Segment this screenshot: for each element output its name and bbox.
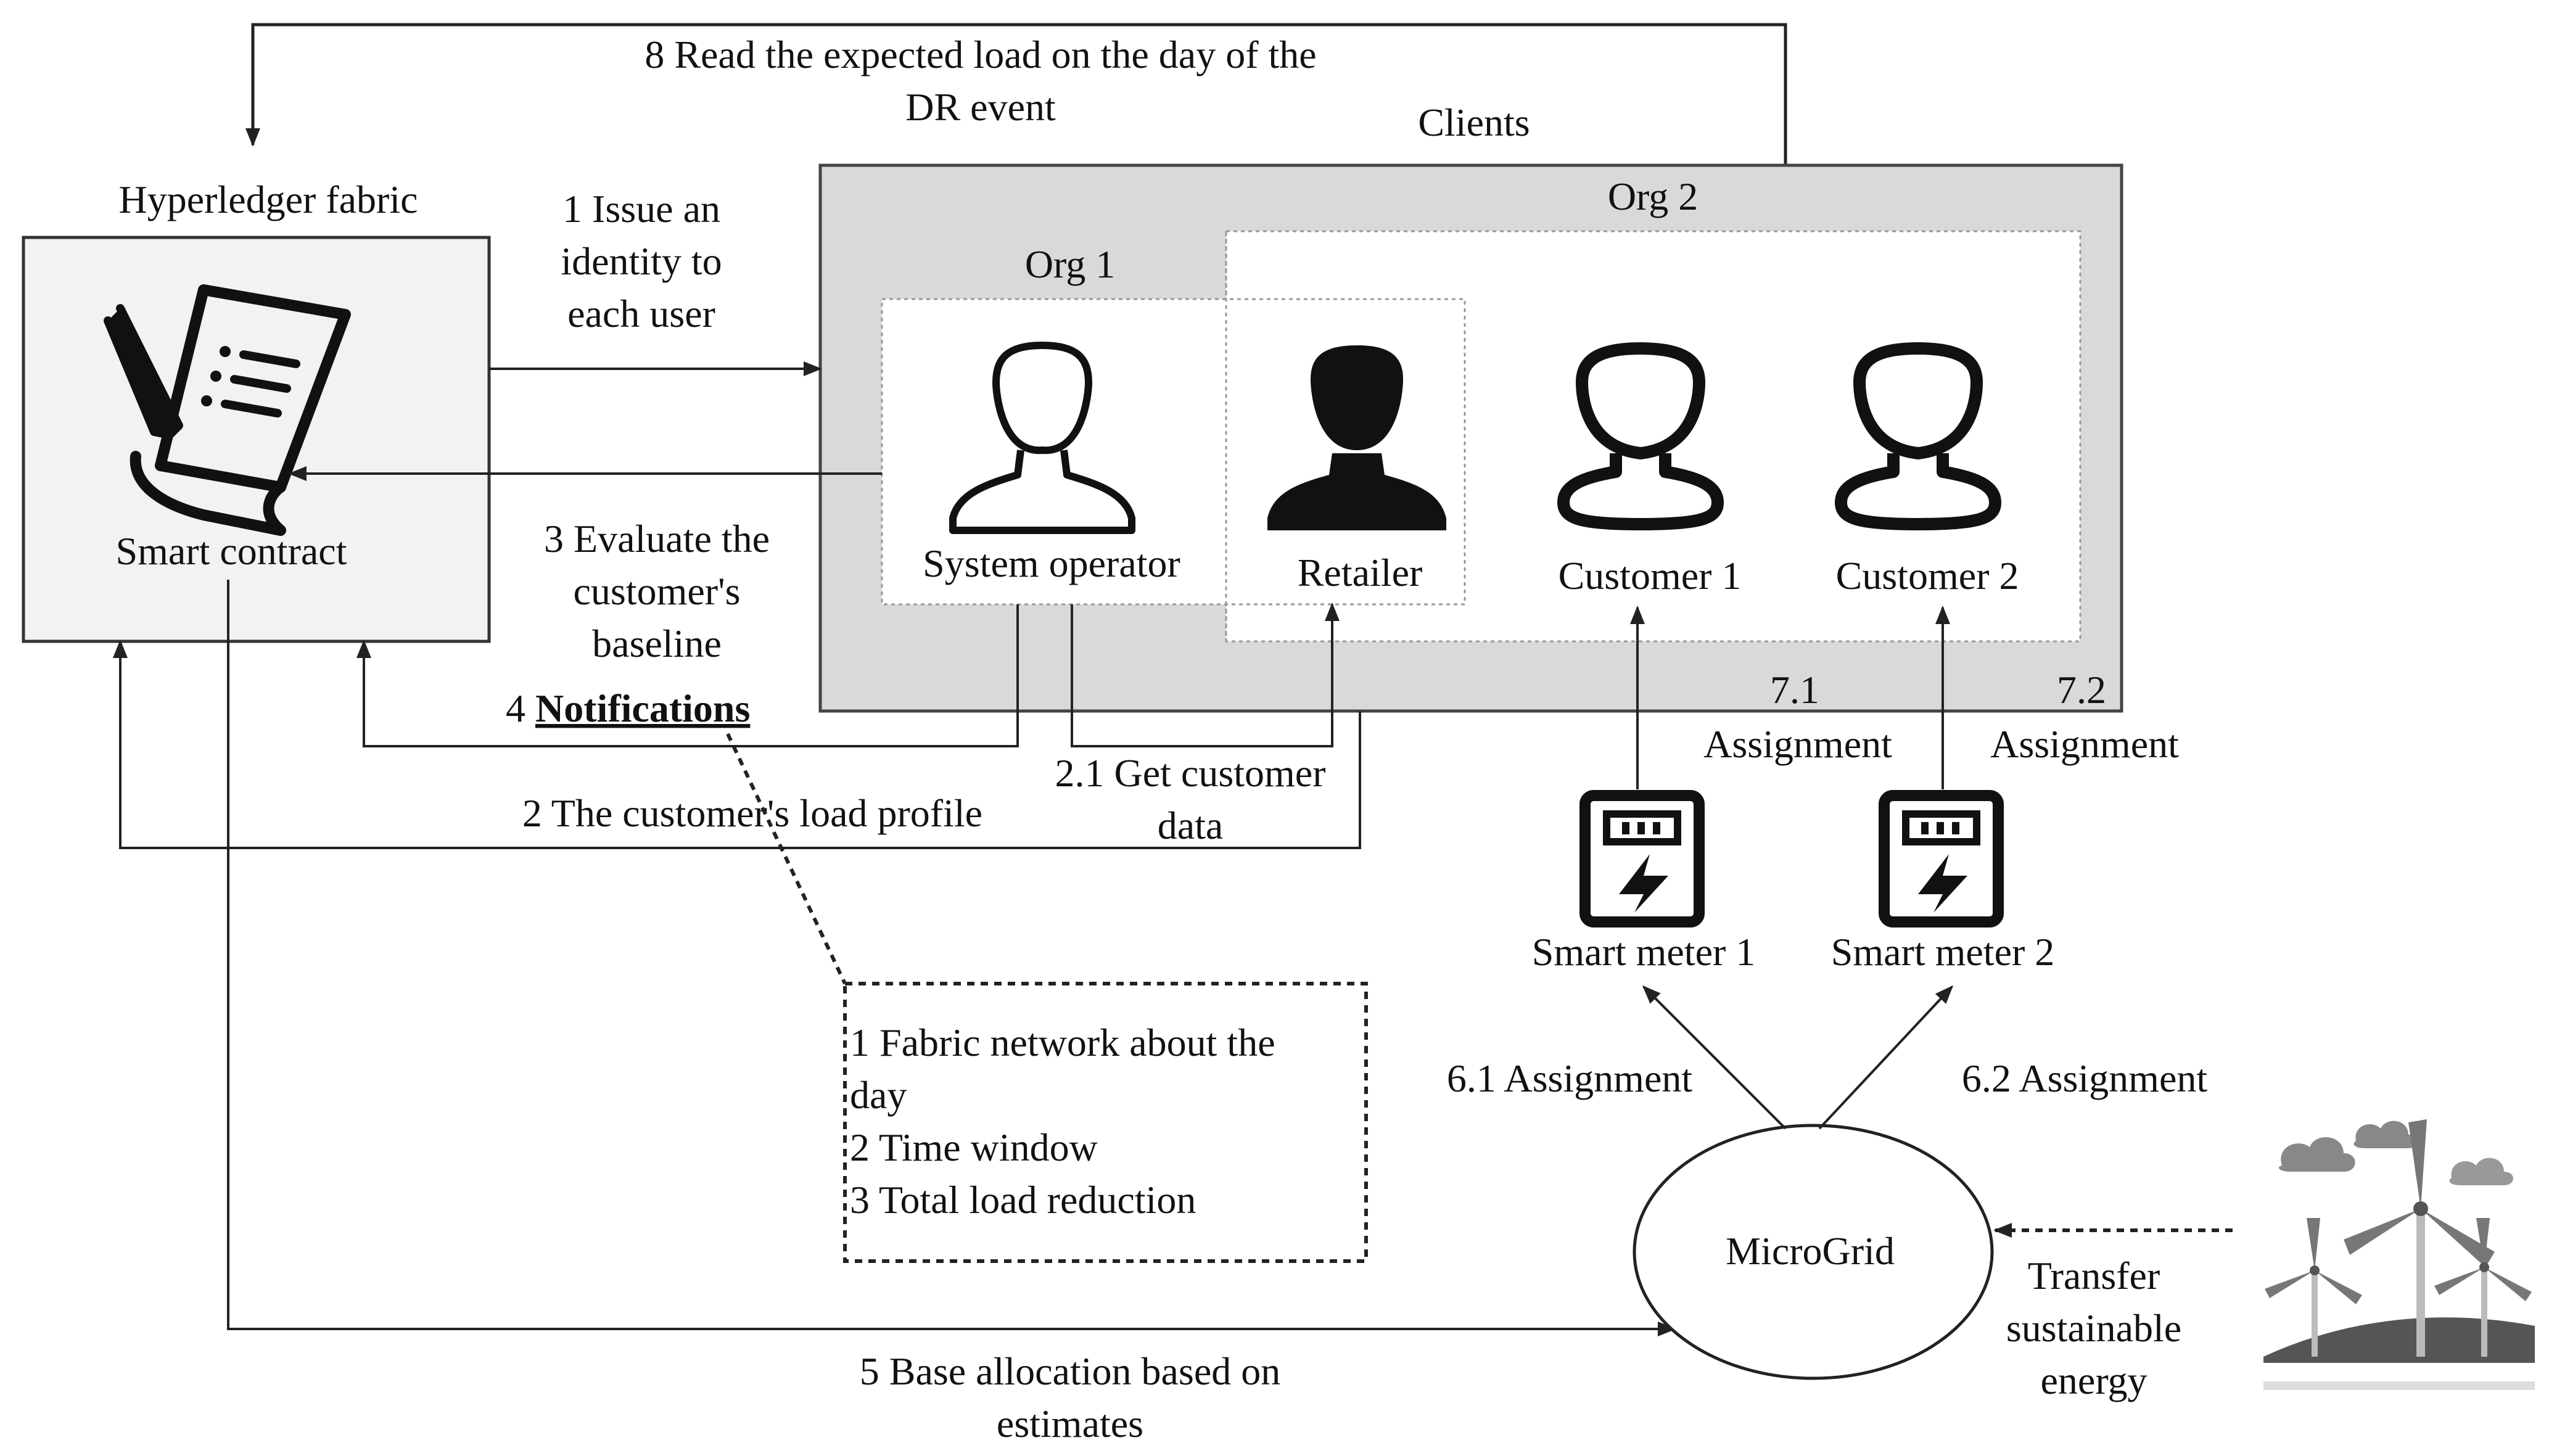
step2-label: 2 The customer's load profile — [522, 791, 982, 835]
system-operator-icon — [949, 342, 1135, 534]
clients-title: Clients — [1418, 101, 1530, 144]
microgrid-label: MicroGrid — [1726, 1229, 1895, 1273]
step2-1-label-line1: 2.1 Get customer — [1055, 751, 1326, 795]
step7-2-text: Assignment — [1990, 722, 2179, 766]
step4-notifications-arrow — [356, 604, 1019, 747]
step3-label-line3: baseline — [592, 622, 722, 665]
smart-meter-2-icon — [1879, 790, 2004, 927]
notification-item-1-line1: 1 Fabric network about the — [850, 1021, 1275, 1064]
step1-label-line1: 1 Issue an — [562, 187, 720, 231]
step3-label-line1: 3 Evaluate the — [544, 517, 770, 561]
step7-1-text: Assignment — [1703, 722, 1892, 766]
transfer-label-line2: sustainable — [2006, 1306, 2181, 1350]
retailer-icon — [1267, 345, 1446, 530]
step2-1-get-customer-data-arrow — [1071, 603, 1340, 747]
smart-contract-label: Smart contract — [116, 529, 347, 573]
step2-load-profile-arrow — [113, 640, 1361, 849]
step5-label-line2: estimates — [997, 1402, 1143, 1446]
system-operator-label: System operator — [923, 541, 1180, 585]
retailer-label: Retailer — [1298, 551, 1423, 594]
org2-label: Org 2 — [1608, 175, 1698, 218]
customer-2-icon — [1835, 342, 2001, 530]
notification-details-box — [843, 982, 1368, 1263]
step8-label-line2: DR event — [905, 85, 1056, 129]
customer-1-icon — [1557, 342, 1724, 530]
step1-label-line2: identity to — [561, 239, 722, 283]
notification-item-3: 3 Total load reduction — [850, 1178, 1196, 1222]
step8-label-line1: 8 Read the expected load on the day of t… — [644, 33, 1316, 76]
step5-label-line1: 5 Base allocation based on — [860, 1349, 1280, 1393]
customer-2-label: Customer 2 — [1836, 554, 2019, 598]
smart-contract-icon — [104, 284, 351, 536]
smart-meter-2-label: Smart meter 2 — [1831, 930, 2055, 974]
org1-label: Org 1 — [1025, 242, 1115, 286]
step6-2-label: 6.2 Assignment — [1962, 1056, 2207, 1100]
smart-meter-1-icon — [1579, 790, 1705, 927]
wind-farm-icon — [2263, 1119, 2535, 1390]
step6-2-assignment-arrow — [1818, 985, 1954, 1130]
step4-label: 4 Notifications — [506, 686, 750, 730]
hyperledger-title: Hyperledger fabric — [118, 178, 418, 221]
step8-read-load-arrow — [245, 23, 1787, 213]
step7-1-number: 7.1 — [1770, 668, 1819, 712]
step5-base-allocation-arrow — [227, 580, 1676, 1336]
smart-meter-1-label: Smart meter 1 — [1532, 930, 1756, 974]
step6-1-label: 6.1 Assignment — [1447, 1056, 1692, 1100]
customer-1-label: Customer 1 — [1559, 554, 1742, 598]
notification-item-1-line2: day — [850, 1073, 907, 1117]
step6-1-assignment-arrow — [1642, 985, 1787, 1130]
transfer-label-line3: energy — [2041, 1359, 2148, 1402]
step2-1-label-line2: data — [1158, 804, 1224, 847]
transfer-label-line1: Transfer — [2028, 1254, 2160, 1298]
step7-2-number: 7.2 — [2057, 668, 2106, 712]
step1-label-line3: each user — [567, 292, 715, 335]
microgrid-node — [1633, 1124, 1994, 1380]
notification-callout-leader — [726, 733, 847, 985]
notification-item-2: 2 Time window — [850, 1125, 1098, 1169]
step3-label-line2: customer's — [573, 569, 740, 613]
